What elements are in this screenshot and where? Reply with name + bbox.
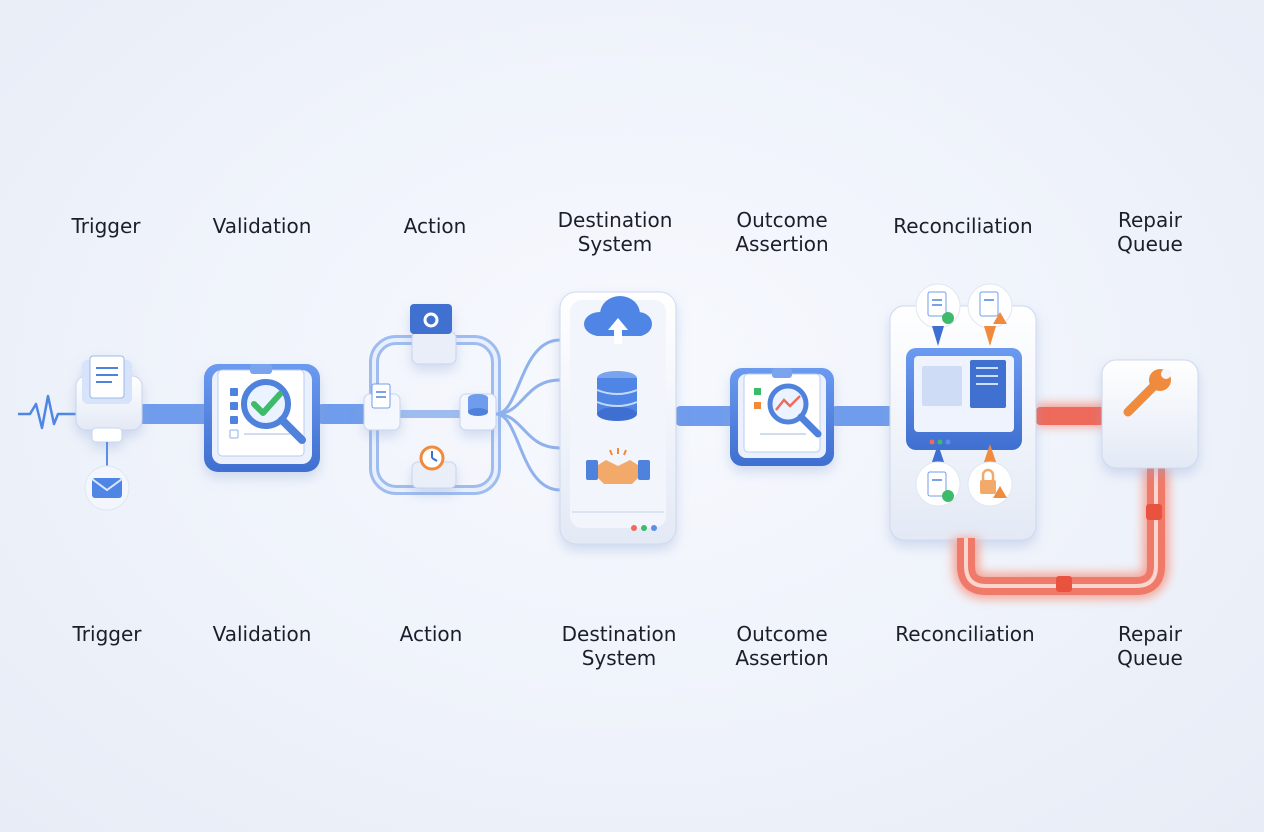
- lock-warning-icon: [967, 444, 1013, 507]
- gear-icon: [423, 312, 439, 328]
- trigger-node: [75, 355, 143, 443]
- handshake-icon: [586, 448, 650, 484]
- database-icon: [468, 394, 488, 416]
- label-bottom-trigger: Trigger: [72, 622, 142, 646]
- label-top-action: Action: [403, 214, 467, 238]
- pipe-outcome-reconciliation: [832, 406, 892, 426]
- label-top-reconciliation: Reconciliation: [893, 214, 1033, 238]
- wrench-icon: [1123, 369, 1171, 417]
- pipe-trigger-validation: [140, 404, 210, 424]
- action-node: [363, 304, 501, 495]
- label-top-trigger: Trigger: [71, 214, 141, 238]
- label-bottom-action: Action: [399, 622, 463, 646]
- document-check-icon: [915, 444, 961, 507]
- document-warning-icon: [967, 283, 1013, 346]
- cloud-upload-icon: [584, 296, 652, 344]
- document-icon: [371, 383, 391, 409]
- label-top-validation: Validation: [212, 214, 312, 238]
- magnifier-icon: [767, 383, 822, 438]
- heartbeat-icon: [18, 394, 80, 430]
- pipe-validation-action: [318, 404, 366, 424]
- repair-node: [1101, 359, 1199, 469]
- document-check-icon: [915, 283, 961, 346]
- timer-icon: [419, 445, 445, 471]
- reconciliation-node: [889, 305, 1037, 541]
- label-bottom-validation: Validation: [212, 622, 312, 646]
- label-bottom-reconciliation: Reconciliation: [895, 622, 1035, 646]
- envelope-icon: [84, 465, 130, 511]
- pipe-reconciliation-repair: [1036, 407, 1112, 425]
- database-icon: [596, 371, 638, 421]
- repair-loop: [953, 468, 1169, 599]
- flow-pipes: [140, 404, 1112, 426]
- pipe-destination-outcome: [676, 406, 736, 426]
- checkmark-icon: [251, 391, 283, 416]
- action-to-destination-lines: [495, 338, 561, 492]
